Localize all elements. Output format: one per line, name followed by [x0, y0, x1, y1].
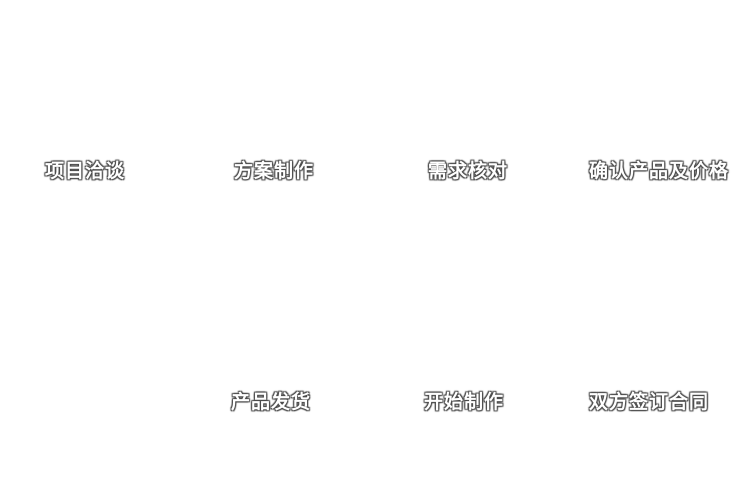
flow-step-sign-contract: 双方签订合同 — [589, 391, 710, 413]
flow-step-proposal-creation: 方案制作 — [234, 160, 315, 182]
flow-step-requirements-check: 需求核对 — [428, 160, 509, 182]
flow-step-product-shipment: 产品发货 — [231, 391, 312, 413]
flow-step-project-negotiation: 项目洽谈 — [45, 160, 126, 182]
flow-step-start-production: 开始制作 — [424, 391, 505, 413]
flow-step-confirm-product-price: 确认产品及价格 — [589, 160, 730, 182]
